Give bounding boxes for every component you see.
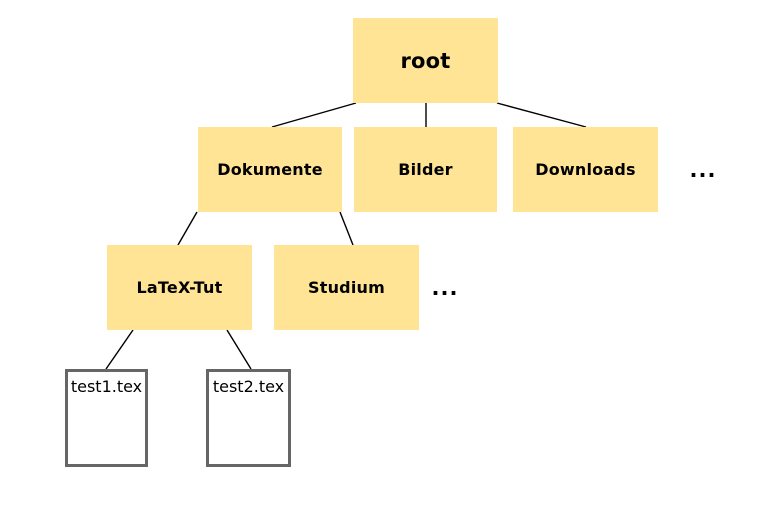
edge-dokumente-studium xyxy=(339,211,354,246)
edge-root-downloads xyxy=(496,102,587,128)
node-root-label: root xyxy=(400,48,451,73)
node-test2-tex: test2.tex xyxy=(206,369,291,467)
node-downloads: Downloads xyxy=(513,127,658,212)
node-studium-label: Studium xyxy=(308,278,385,297)
ellipsis-level-2: ... xyxy=(425,245,465,330)
node-test1-tex: test1.tex xyxy=(65,369,148,467)
node-dokumente-label: Dokumente xyxy=(217,160,323,179)
node-dokumente: Dokumente xyxy=(198,127,342,212)
edge-latex-tut-test1 xyxy=(105,329,134,370)
node-latex-tut: LaTeX-Tut xyxy=(107,245,252,330)
edge-root-dokumente xyxy=(271,102,357,128)
node-bilder: Bilder xyxy=(354,127,497,212)
ellipsis-level-2-label: ... xyxy=(431,275,459,300)
edge-dokumente-latex-tut xyxy=(177,211,198,246)
node-bilder-label: Bilder xyxy=(398,160,453,179)
node-downloads-label: Downloads xyxy=(535,160,636,179)
node-root: root xyxy=(353,18,498,103)
node-test1-tex-label: test1.tex xyxy=(70,377,143,396)
edge-latex-tut-test2 xyxy=(226,329,252,370)
node-test2-tex-label: test2.tex xyxy=(212,377,285,396)
ellipsis-level-1: ... xyxy=(683,127,723,212)
node-studium: Studium xyxy=(274,245,419,330)
node-latex-tut-label: LaTeX-Tut xyxy=(136,278,223,297)
ellipsis-level-1-label: ... xyxy=(689,157,717,182)
